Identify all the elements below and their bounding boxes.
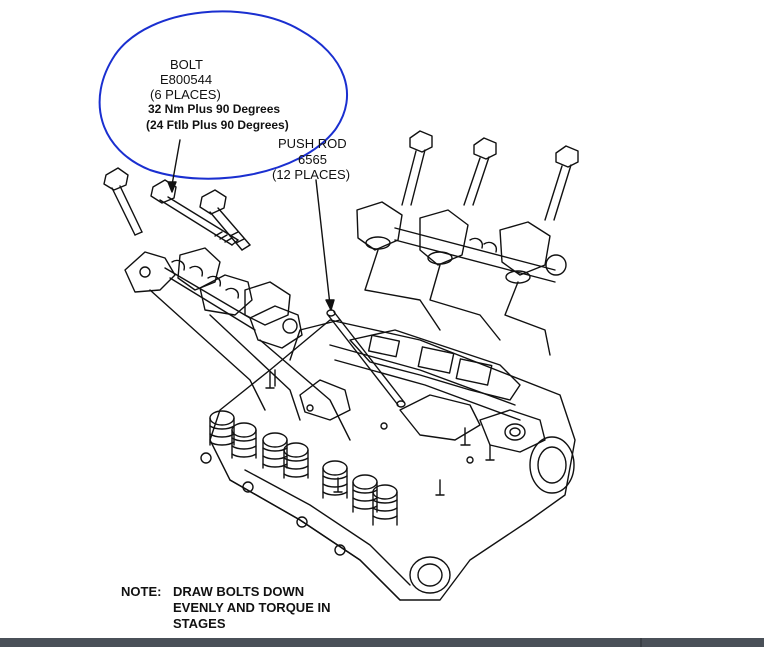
bolt-leader-line	[171, 139, 181, 186]
bolt-left-3	[199, 189, 251, 251]
bolt-left-1	[103, 167, 143, 236]
bottom-toolbar-strip	[0, 638, 764, 647]
pushrod-quantity: (12 PLACES)	[272, 167, 351, 182]
pushrod-leader-arrow	[325, 299, 335, 311]
valve-spring-5	[322, 460, 348, 499]
bolt-right-1	[401, 130, 433, 206]
pushrod-title: PUSH ROD	[278, 136, 347, 151]
push-rod	[326, 309, 406, 408]
bottom-strip-divider	[640, 638, 642, 647]
bolt-torque-metric: 32 Nm Plus 90 Degrees	[148, 102, 281, 116]
valve-spring-1	[209, 410, 235, 446]
bolt-right-3	[544, 145, 579, 221]
valve-spring-4	[283, 442, 309, 479]
note-line-2: EVENLY AND TORQUE IN	[173, 600, 331, 615]
valve-spring-2	[231, 422, 257, 459]
cylinder-head	[200, 319, 576, 601]
note-line-1: DRAW BOLTS DOWN	[173, 584, 305, 599]
valve-springs	[209, 410, 398, 526]
bolt-part-number: E800544	[160, 72, 213, 87]
position-leader-lines	[149, 249, 551, 441]
right-bolts	[401, 130, 579, 221]
right-rocker-assembly	[356, 201, 567, 284]
note-line-3: STAGES	[173, 616, 226, 631]
bolt-torque-imperial: (24 Ftlb Plus 90 Degrees)	[146, 118, 289, 132]
bolt-left-2	[150, 179, 239, 246]
bolt-quantity: (6 PLACES)	[150, 87, 221, 102]
bolt-leader-arrow	[167, 181, 177, 193]
left-bolts	[103, 167, 251, 251]
bolt-title: BOLT	[170, 57, 203, 72]
bolt-right-2	[463, 137, 497, 206]
note-label: NOTE:	[121, 584, 162, 599]
valve-spring-7	[372, 484, 398, 526]
highlight-circle	[98, 10, 349, 180]
pushrod-part-number: 6565	[298, 152, 327, 167]
pushrod-leader-line	[315, 179, 331, 306]
left-rocker-assembly	[124, 247, 303, 349]
